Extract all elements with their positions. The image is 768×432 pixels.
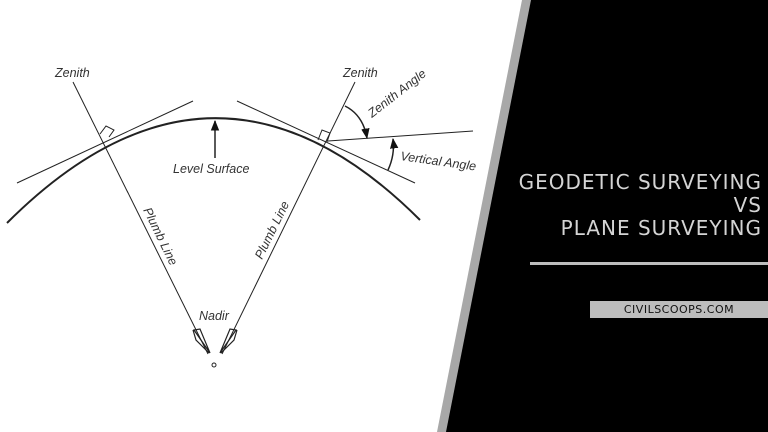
black-panel (446, 0, 768, 432)
label-level-surface: Level Surface (173, 162, 249, 176)
level-surface-arc (6, 117, 421, 224)
plumb-line-left (72, 81, 209, 355)
right-angle-left (99, 125, 115, 138)
label-zenith-right: Zenith (342, 66, 378, 80)
tangent-left (16, 100, 194, 184)
title-line-2: VS (733, 193, 762, 217)
horizontal-line (327, 130, 474, 142)
page-title: GEODETIC SURVEYING VS PLANE SURVEYING (519, 171, 762, 240)
title-line-3: PLANE SURVEYING (560, 216, 762, 240)
plumb-line-right (221, 81, 356, 355)
earth-center (211, 362, 217, 368)
label-nadir: Nadir (199, 309, 230, 323)
site-badge: CIVILSCOOPS.COM (590, 301, 768, 318)
label-vertical-angle: Vertical Angle (400, 149, 477, 173)
right-angle-right (317, 129, 331, 143)
zenith-angle-arc (344, 105, 370, 140)
title-line-1: GEODETIC SURVEYING (518, 170, 762, 194)
label-zenith-left: Zenith (54, 66, 90, 80)
plumb-bob-right (219, 328, 238, 354)
divider (530, 262, 768, 265)
vertical-angle-arc (387, 137, 399, 171)
plumb-bob-left (192, 328, 211, 354)
